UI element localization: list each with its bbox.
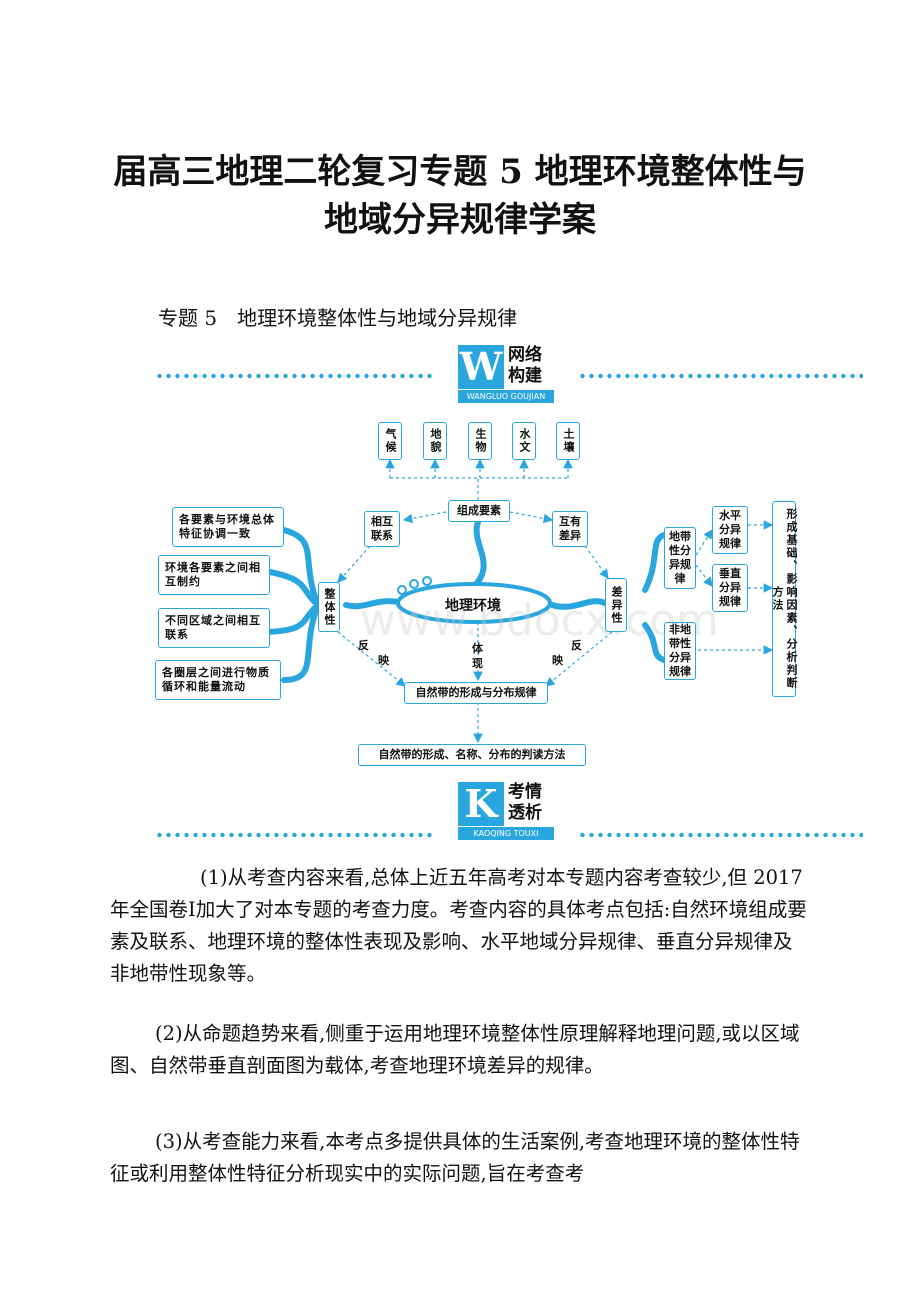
badge-cn-line1-2: 考情 [508,782,542,802]
exam-banner: K 考情 透析 KAOQING TOUXI [0,782,920,842]
integrity-item-3: 不同区域之间相互联系 [158,608,270,648]
methods-box: 形成基础、影响因素、分析判断方法 [771,501,798,697]
dotted-divider-right-2 [578,832,863,838]
badge-en-text-2: KAOQING TOUXI [458,827,554,840]
badge-en-text: WANGLUO GOUJIAN [458,390,554,403]
title-line-2: 地域分异规律学案 [324,200,596,240]
badge-letter-2: K [458,782,504,826]
badge-cn-text: 网络 构建 [508,345,554,387]
center-label: 地理环境 [445,598,501,614]
dotted-divider-right [578,373,863,379]
integrity-item-2: 环境各要素之间相互制约 [158,555,270,595]
element-climate: 气候 [378,422,402,460]
integrity-item-4: 各圈层之间进行物质循环和能量流动 [155,660,281,700]
embody-2: 现 [472,657,483,670]
horizontal-box: 水平分异规律 [712,506,748,554]
reflect-right-1: 反 [571,639,582,652]
title-line-1: 届高三地理二轮复习专题 5 地理环境整体性与 [113,152,807,192]
network-banner: W 网络 构建 WANGLUO GOUJIAN [0,345,920,405]
zonal-box: 地带性分异规律 [664,527,696,589]
reflect-left-1: 反 [358,639,369,652]
badge-cn-line1: 网络 [508,345,542,365]
badge-cn-line2: 构建 [508,366,542,386]
exam-badge: K 考情 透析 KAOQING TOUXI [458,782,554,840]
different-box: 互有差异 [552,511,588,547]
element-soil: 土壤 [556,422,580,460]
difference-box: 差异性 [605,578,627,632]
integrity-item-1: 各要素与环境总体特征协调一致 [172,507,284,547]
nonzonal-box: 非地带性分异规律 [664,622,696,680]
reflect-left-2: 映 [378,654,389,667]
vertical-box: 垂直分异规律 [712,564,748,612]
element-biology: 生物 [468,422,492,460]
reflect-right-2: 映 [552,654,563,667]
badge-cn-text-2: 考情 透析 [508,782,554,824]
embody-1: 体 [472,642,483,655]
dotted-divider-left-2 [155,832,435,838]
document-title: 届高三地理二轮复习专题 5 地理环境整体性与 地域分异规律学案 [0,148,920,244]
natural-belt-box: 自然带的形成与分布规律 [404,682,548,704]
mutual-box: 相互联系 [364,511,400,547]
dotted-divider-left [155,373,435,379]
integrity-box: 整体性 [318,582,340,632]
natural-belt-method-box: 自然带的形成、名称、分布的判读方法 [358,744,586,766]
badge-cn-line2-2: 透析 [508,803,542,823]
element-landform: 地貌 [423,422,447,460]
paragraph-3: (3)从考查能力来看,本考点多提供具体的生活案例,考查地理环境的整体性特征或利用… [110,1130,800,1185]
badge-letter: W [458,344,504,389]
paragraph-2: (2)从命题趋势来看,侧重于运用地理环境整体性原理解释地理问题,或以区域图、自然… [110,1022,800,1077]
watermark: www.bdocx.com [360,595,719,646]
element-hydrology: 水文 [512,422,536,460]
network-badge: W 网络 构建 WANGLUO GOUJIAN [458,344,554,403]
paragraph-1: (1)从考查内容来看,总体上近五年高考对本专题内容考查较少,但 2017 年全国… [110,866,807,985]
section-subtitle: 专题 5 地理环境整体性与地域分异规律 [158,306,518,330]
composition-box: 组成要素 [448,500,510,522]
